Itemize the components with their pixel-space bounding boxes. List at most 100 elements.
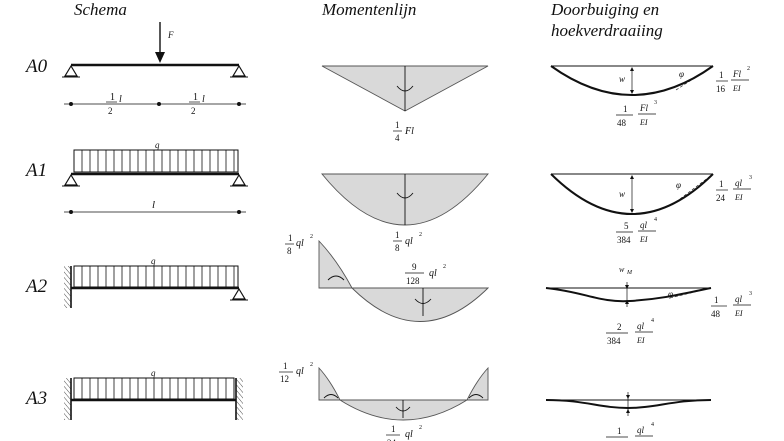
phi-den-a2: 48 [711,309,721,319]
w-symbol-a1: w [619,189,625,199]
schema-a1: q l [62,140,248,214]
phi-expr-a2: ql [735,294,743,304]
support-right-a2 [231,287,247,300]
row-label-a1: A1 [26,160,48,181]
deflection-diagram-a1: w φ 5 384 ql 4 EI 1 24 ql 3 EI [550,173,752,245]
moment-num-a1: 1 [395,230,400,240]
distributed-load-a2 [73,265,239,288]
phi-expr-a1: ql [735,178,743,188]
phi-num-a0: 1 [719,70,724,80]
moment-support-den-a3: 12 [280,374,289,384]
w-num-a2: 2 [617,322,622,332]
support-right-a1 [231,173,247,186]
moment-support-num-a2: 1 [288,233,293,243]
phi-symbol-a2: φ [668,289,673,299]
schema-a3: q [64,368,243,420]
w-den-a2: 384 [607,336,621,346]
span-num2-a0: 1 [193,92,198,103]
span-sym1-a0: l [119,94,122,105]
moment-diagram-a2: 1 8 ql 2 9 128 ql 2 [285,233,490,322]
header-moment-line: Momentenlijn [322,0,417,19]
span-num1-a0: 1 [110,92,115,103]
w-expr-den-a0: EI [639,118,648,127]
load-label-a1: q [155,140,160,150]
moment-support-num-a3: 1 [283,361,288,371]
span-den1-a0: 2 [108,106,113,116]
moment-diagram-a0: 1 4 Fl [321,65,489,143]
w-symbol-a0: w [619,74,625,84]
moment-diagram-a1: 1 8 ql 2 [321,173,489,253]
schema-a2: q [64,256,248,308]
w-num-a1: 5 [624,221,629,231]
load-label-a2: q [151,256,156,266]
header-deflection-line2: hoekverdraaiing [551,21,663,40]
moment-support-exp-a3: 2 [310,362,313,368]
moment-support-den-a2: 8 [287,246,292,256]
moment-den-a1: 8 [395,243,400,253]
moment-field-exp-a2: 2 [443,264,446,270]
moment-field-num-a2: 9 [412,262,417,272]
moment-den-a0: 4 [395,133,400,143]
header-schema: Schema [74,0,127,19]
phi-expr-a0: Fl [732,69,741,79]
phi-expr-den-a2: EI [734,309,743,318]
phi-den-a1: 24 [716,193,726,203]
moment-field-den-a2: 128 [406,276,420,286]
distributed-load-a1 [73,149,239,173]
moment-expr-a0: Fl [404,126,414,137]
phi-exp-a0: 2 [747,66,750,72]
moment-field-expr-a3: ql [405,429,413,440]
load-label-a0: F [167,30,174,40]
moment-expr-a1: ql [405,236,413,247]
phi-expr-den-a1: EI [734,193,743,202]
w-expr-den-a1: EI [639,235,648,244]
w-expr-a0: Fl [639,103,648,113]
phi-num-a2: 1 [714,295,719,305]
moment-field-exp-a3: 2 [419,425,422,431]
w-expr-a3: ql [637,425,645,435]
w-expr-a1: ql [640,220,648,230]
phi-symbol-a0: φ [679,69,684,79]
w-exp-a0: 3 [654,100,657,106]
phi-symbol-a1: φ [676,180,681,190]
phi-num-a1: 1 [719,179,724,189]
moment-field-den-a3: 24 [387,438,397,441]
support-left-a1 [63,173,79,186]
span-den2-a0: 2 [191,106,196,116]
w-expr-den-a2: EI [636,336,645,345]
row-label-a3: A3 [26,388,48,409]
phi-exp-a2: 3 [749,291,752,297]
moment-support-exp-a2: 2 [310,234,313,240]
w-expr-a2: ql [637,321,645,331]
moment-field-num-a3: 1 [391,424,396,434]
deflection-diagram-a0: w φ 1 48 Fl 3 EI 1 16 Fl 2 EI [550,65,750,128]
phi-exp-a1: 3 [749,175,752,181]
w-num-a0: 1 [623,104,628,114]
moment-support-expr-a2: ql [296,238,304,249]
w-exp-a3: 4 [651,422,654,428]
support-right-a0 [231,64,247,77]
support-left-a0 [63,64,79,77]
moment-field-expr-a2: ql [429,268,437,279]
deflection-diagram-a2: w M φ 2 384 ql 4 EI 1 48 ql 3 EI [545,265,752,346]
row-label-a2: A2 [26,276,48,297]
phi-expr-den-a0: EI [732,84,741,93]
header-deflection-line1: Doorbuiging en [551,0,660,19]
moment-exp-a1: 2 [419,232,422,238]
moment-support-expr-a3: ql [296,366,304,377]
w-den-a1: 384 [617,235,631,245]
moment-diagram-a3: 1 12 ql 2 1 24 ql 2 [279,361,489,441]
w-sub-a2: M [626,270,633,276]
load-label-a3: q [151,368,156,378]
w-exp-a1: 4 [654,217,657,223]
schema-a0: F 1 2 l 1 2 l [62,22,248,116]
w-den-a0: 48 [617,118,627,128]
w-symbol-a2: w [619,265,625,274]
w-exp-a2: 4 [651,318,654,324]
w-num-a3: 1 [617,426,622,436]
span-sym2-a0: l [202,94,205,105]
moment-num-a0: 1 [395,120,400,130]
phi-den-a0: 16 [716,84,726,94]
row-label-a0: A0 [26,56,48,77]
